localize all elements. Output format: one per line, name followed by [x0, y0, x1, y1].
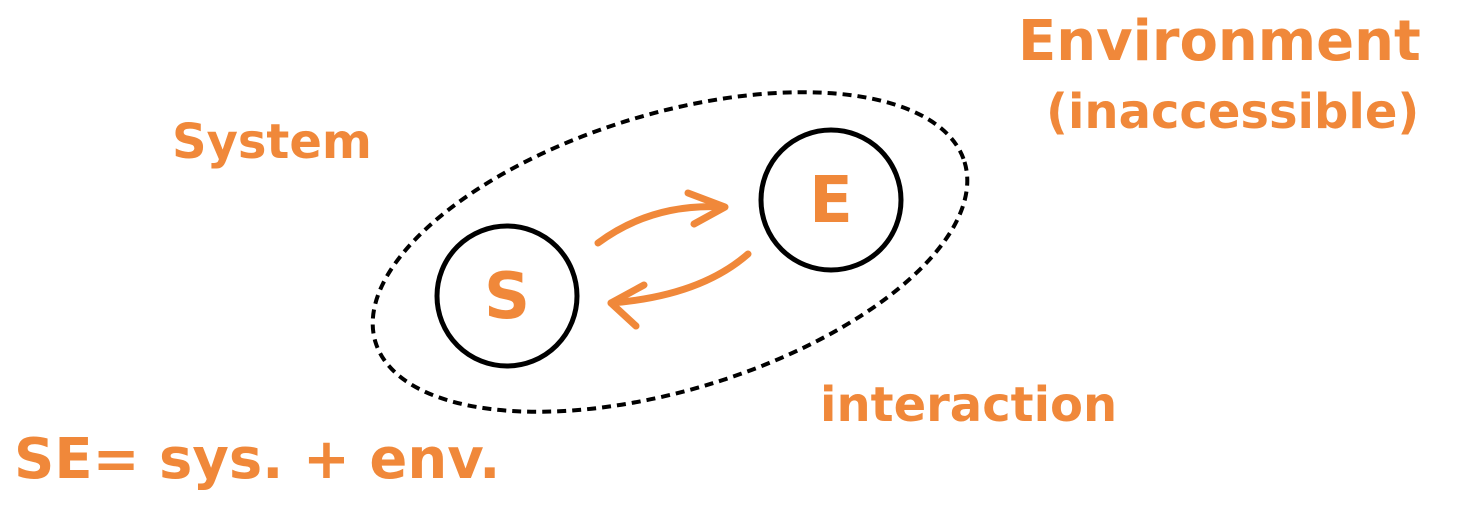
system-node-circle [434, 223, 580, 369]
interaction-label: interaction [820, 377, 1117, 433]
environment-node-label: E [809, 164, 853, 238]
system-label: System [172, 114, 372, 170]
arrow-environment-to-system [607, 250, 752, 330]
environment-label: Environment [1018, 9, 1421, 74]
system-node-label: S [484, 260, 530, 334]
equation-label: SE= sys. + env. [14, 427, 500, 492]
arrow-system-to-environment [594, 189, 729, 247]
environment-note-label: (inaccessible) [1046, 84, 1419, 140]
combined-boundary-ellipse [370, 90, 970, 414]
environment-node-circle [758, 127, 904, 273]
